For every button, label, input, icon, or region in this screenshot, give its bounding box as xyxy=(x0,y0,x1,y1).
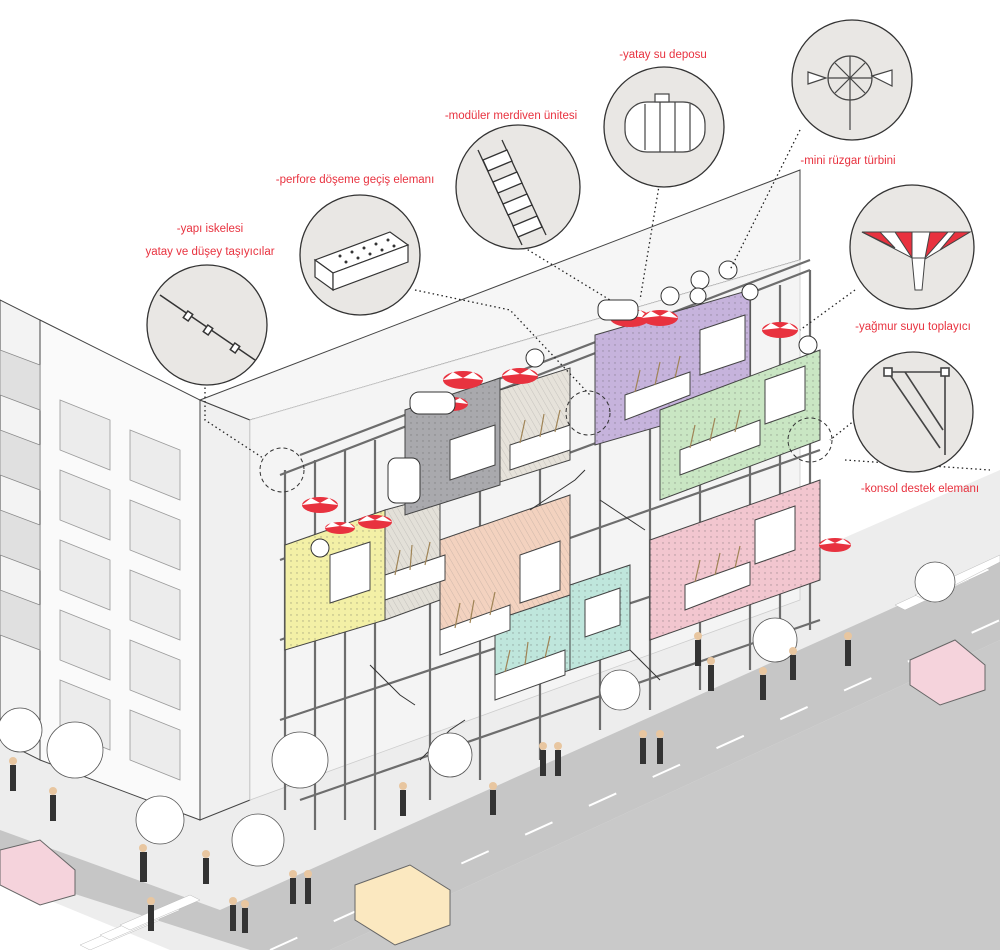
rain-collector-icon xyxy=(861,231,972,291)
module-teal xyxy=(569,564,631,671)
callout-label-wind-turbine: -mini rüzgar türbini xyxy=(800,155,895,167)
ladder-icon xyxy=(477,139,547,246)
callout-water-tank: -yatay su deposu xyxy=(603,49,725,188)
locator-circles xyxy=(259,390,833,493)
vehicles xyxy=(0,639,986,946)
module-gray-1 xyxy=(384,494,441,621)
callout-label-perforated-floor: -perfore döşeme geçiş elemanı xyxy=(276,174,435,186)
callout-label-rain-collector: -yağmur suyu toplayıcı xyxy=(855,321,971,333)
trees xyxy=(0,561,956,867)
callout-cantilever-bracket: -konsol destek elemanı xyxy=(852,351,979,495)
bracket-icon xyxy=(883,367,950,455)
callout-label-modular-stair: -modüler merdiven ünitesi xyxy=(445,110,577,122)
scaffold-tube-icon xyxy=(159,294,256,361)
callout-label-scaffold-line1: -yapı iskelesi xyxy=(177,223,243,235)
wind-turbine-icon xyxy=(807,55,893,130)
callout-rain-collector: -yağmur suyu toplayıcı xyxy=(849,184,975,333)
perforated-plank-icon xyxy=(313,231,410,292)
planters xyxy=(384,371,761,701)
callout-wind-turbine: -mini rüzgar türbini xyxy=(791,19,913,167)
callout-label-scaffold-line2: yatay ve düşey taşıyıcılar xyxy=(145,246,274,258)
water-tank-icon xyxy=(624,93,706,153)
callout-modular-stair: -modüler merdiven ünitesi xyxy=(445,110,581,250)
rooftop-equipment xyxy=(310,260,818,558)
callout-scaffold: -yapı iskelesi yatay ve düşey taşıyıcıla… xyxy=(145,223,275,386)
pedestrians xyxy=(9,632,852,933)
crosswalk-left xyxy=(79,894,201,950)
callout-label-water-tank: -yatay su deposu xyxy=(619,49,707,61)
callout-label-cantilever-bracket: -konsol destek elemanı xyxy=(861,483,979,495)
callout-perforated-floor: -perfore döşeme geçiş elemanı xyxy=(276,174,435,316)
plants xyxy=(394,355,741,673)
